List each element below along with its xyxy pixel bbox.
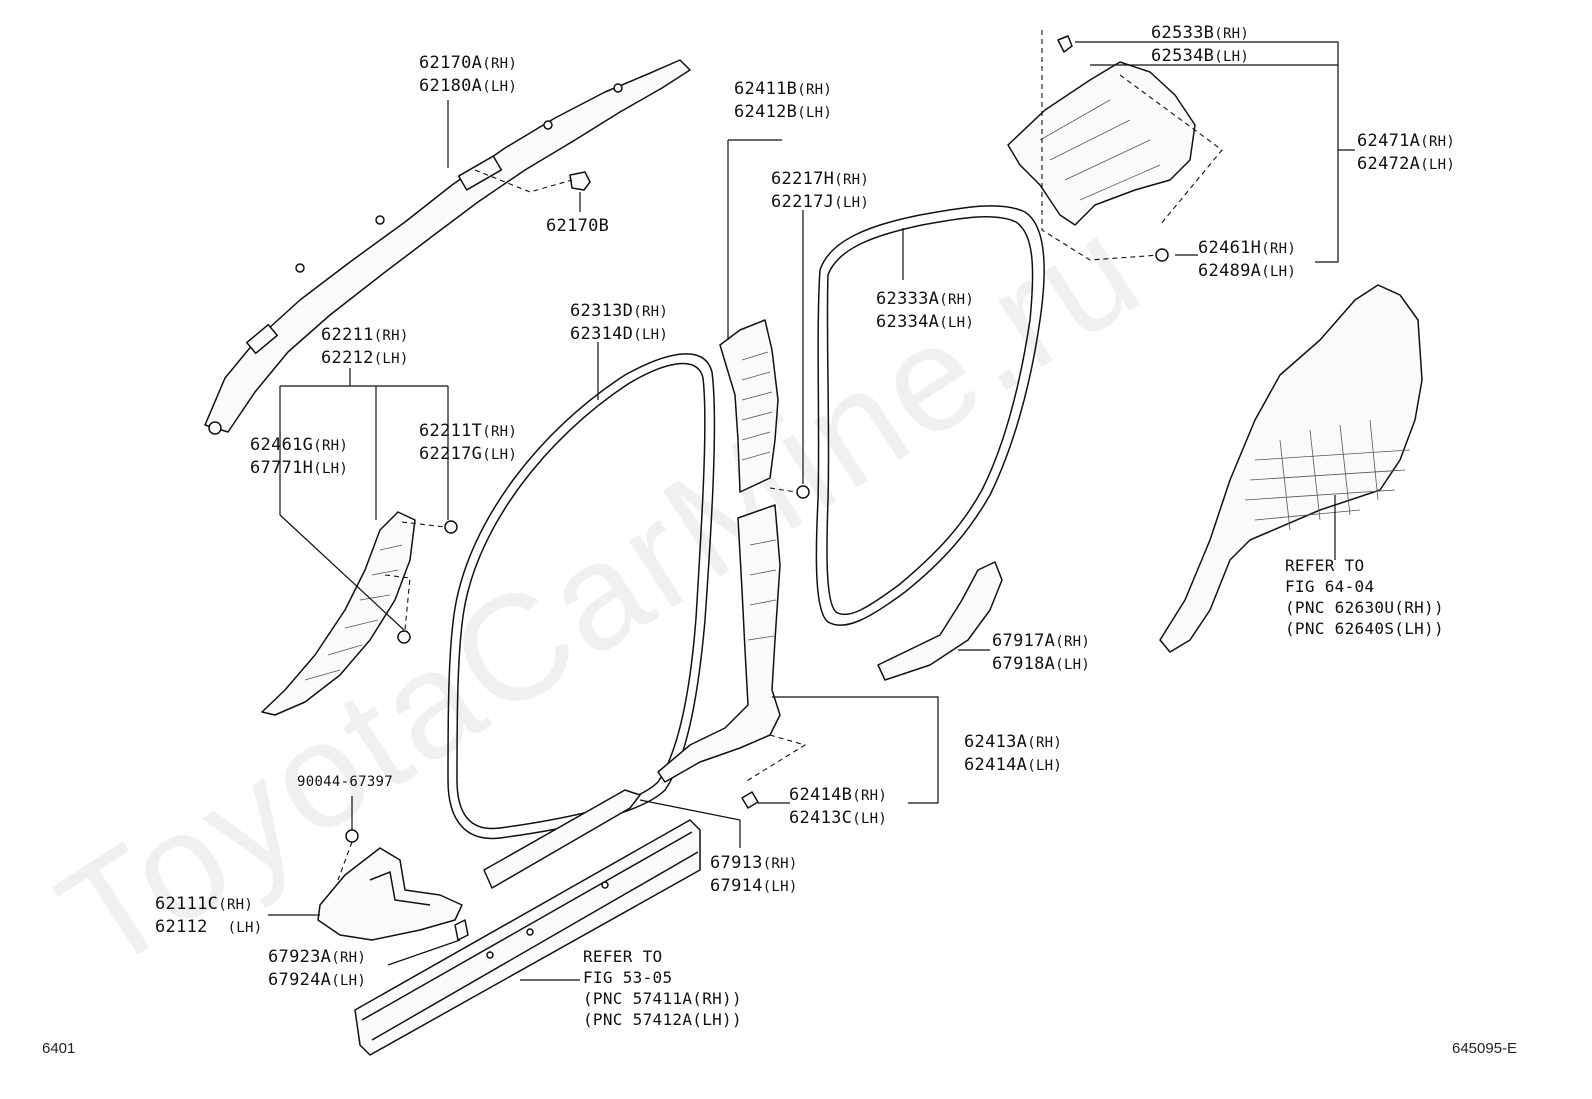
- callout-62411b: 62411B(RH) 62412B(LH): [734, 79, 833, 122]
- callout-62333a: 62333A(RH) 62334A(LH): [876, 289, 975, 332]
- page-code: 6401: [42, 1040, 76, 1057]
- callout-90044-67397: 90044-67397: [297, 774, 394, 790]
- roof-side-inner-garnish: [1007, 30, 1223, 262]
- reference-note-fig-64-04: REFER TO FIG 64-04 (PNC 62630U(RH)) (PNC…: [1285, 556, 1444, 638]
- callout-67917a: 67917A(RH) 67918A(LH): [992, 631, 1091, 674]
- center-pillar-upper-garnish: [719, 319, 779, 493]
- callout-62533b: 62533B(RH) 62534B(LH): [1151, 23, 1250, 66]
- rear-door-weatherstrip: [815, 205, 1045, 626]
- clip-62170b: [474, 169, 591, 212]
- clip-62217h: [769, 210, 810, 499]
- callout-62313d: 62313D(RH) 62314D(LH): [570, 301, 669, 344]
- front-door-weatherstrip: [447, 353, 716, 840]
- callout-62414b: 62414B(RH) 62413C(LH): [789, 785, 888, 828]
- callout-62413a: 62413A(RH) 62414A(LH): [964, 732, 1063, 775]
- cowl-side-trim: [317, 829, 463, 941]
- rear-door-scuff-plate: [877, 561, 1003, 681]
- callout-62170a: 62170A(RH) 62180A(LH): [419, 53, 518, 96]
- callout-67913: 67913(RH) 67914(LH): [710, 853, 798, 896]
- reference-note-fig-53-05: REFER TO FIG 53-05 (PNC 57411A(RH)) (PNC…: [583, 947, 742, 1029]
- leader-lines: [268, 41, 1355, 981]
- callout-62170b: 62170B: [546, 216, 610, 236]
- front-door-scuff-plate: [483, 789, 641, 889]
- center-pillar-lower-garnish: [657, 504, 807, 809]
- rocker-panel: [354, 819, 701, 1056]
- callout-62471a: 62471A(RH) 62472A(LH): [1357, 131, 1456, 174]
- front-pillar-garnish: [261, 511, 458, 716]
- callout-62211: 62211(RH) 62212(LH): [321, 325, 409, 368]
- callout-62211t: 62211T(RH) 62217G(LH): [419, 421, 518, 464]
- roof-side-airbag: [204, 59, 691, 435]
- callout-62217h: 62217H(RH) 62217J(LH): [771, 169, 870, 212]
- illustration-number: 645095-E: [1452, 1040, 1518, 1057]
- quarter-trim-panel: [1159, 284, 1423, 653]
- callout-62461h: 62461H(RH) 62489A(LH): [1198, 238, 1297, 281]
- callout-62461g: 62461G(RH) 67771H(LH): [250, 435, 349, 478]
- callout-62111c: 62111C(RH) 62112 (LH): [155, 894, 263, 937]
- callout-67923a: 67923A(RH) 67924A(LH): [268, 947, 367, 990]
